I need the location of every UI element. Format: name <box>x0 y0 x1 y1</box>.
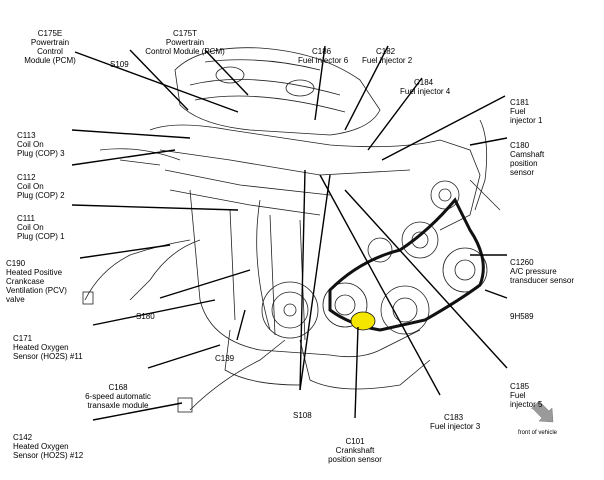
label-s180: S180 <box>136 312 155 321</box>
label-s108: S108 <box>293 411 312 420</box>
label-c139: C139 <box>215 354 235 363</box>
label-s109: S109 <box>110 60 129 69</box>
front-of-vehicle-arrow-icon <box>530 400 554 423</box>
leader-lines <box>71 45 508 421</box>
label-9h589: 9H589 <box>510 312 534 321</box>
front-of-vehicle-label: front of vehicle <box>518 430 558 436</box>
crankshaft-sensor-highlight <box>350 311 376 331</box>
